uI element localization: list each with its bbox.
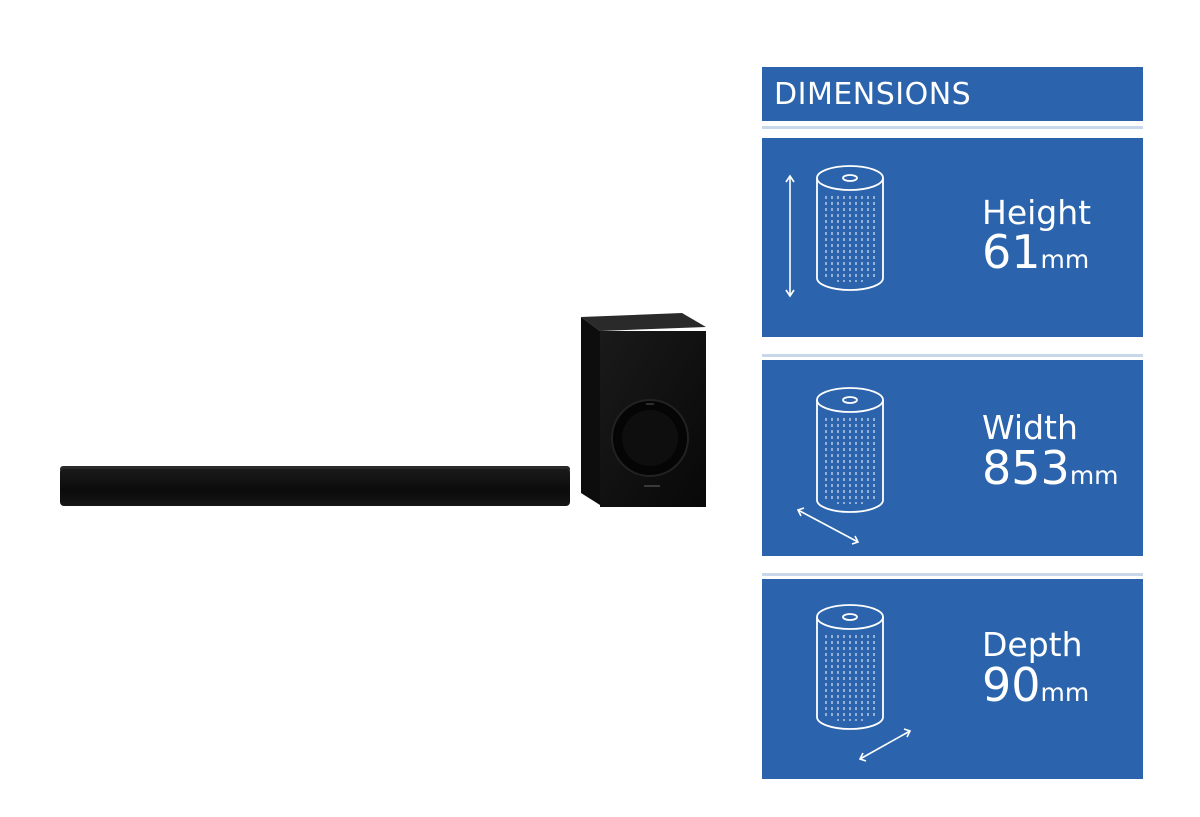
depth-number: 90	[982, 658, 1041, 712]
subwoofer	[581, 313, 706, 507]
depth-card: Depth 90mm	[762, 579, 1143, 779]
width-value: 853mm	[982, 444, 1119, 500]
product-image	[60, 313, 706, 507]
diagonal-arrow-icon	[796, 507, 860, 545]
dimensions-panel: DIMENSIONS	[762, 67, 1143, 779]
width-label: Width	[982, 408, 1078, 447]
header-divider	[762, 126, 1143, 129]
height-card: Height 61mm	[762, 138, 1143, 337]
height-value: 61mm	[982, 228, 1089, 284]
vertical-arrow-icon	[785, 174, 795, 298]
speaker-cylinder-icon	[816, 604, 912, 762]
width-card: Width 853mm	[762, 360, 1143, 556]
diagonal-arrow-icon	[858, 728, 912, 762]
depth-label: Depth	[982, 625, 1083, 664]
dimensions-header: DIMENSIONS	[762, 67, 1143, 121]
speaker-cylinder-icon	[796, 387, 884, 545]
card-divider	[762, 573, 1143, 576]
width-number: 853	[982, 441, 1070, 495]
width-unit: mm	[1069, 461, 1119, 490]
speaker-cylinder-icon	[785, 165, 884, 298]
height-number: 61	[982, 225, 1041, 279]
height-label: Height	[982, 193, 1092, 232]
height-unit: mm	[1040, 245, 1090, 274]
depth-value: 90mm	[982, 661, 1089, 717]
depth-unit: mm	[1040, 678, 1090, 707]
card-divider	[762, 354, 1143, 357]
soundbar	[60, 468, 570, 506]
